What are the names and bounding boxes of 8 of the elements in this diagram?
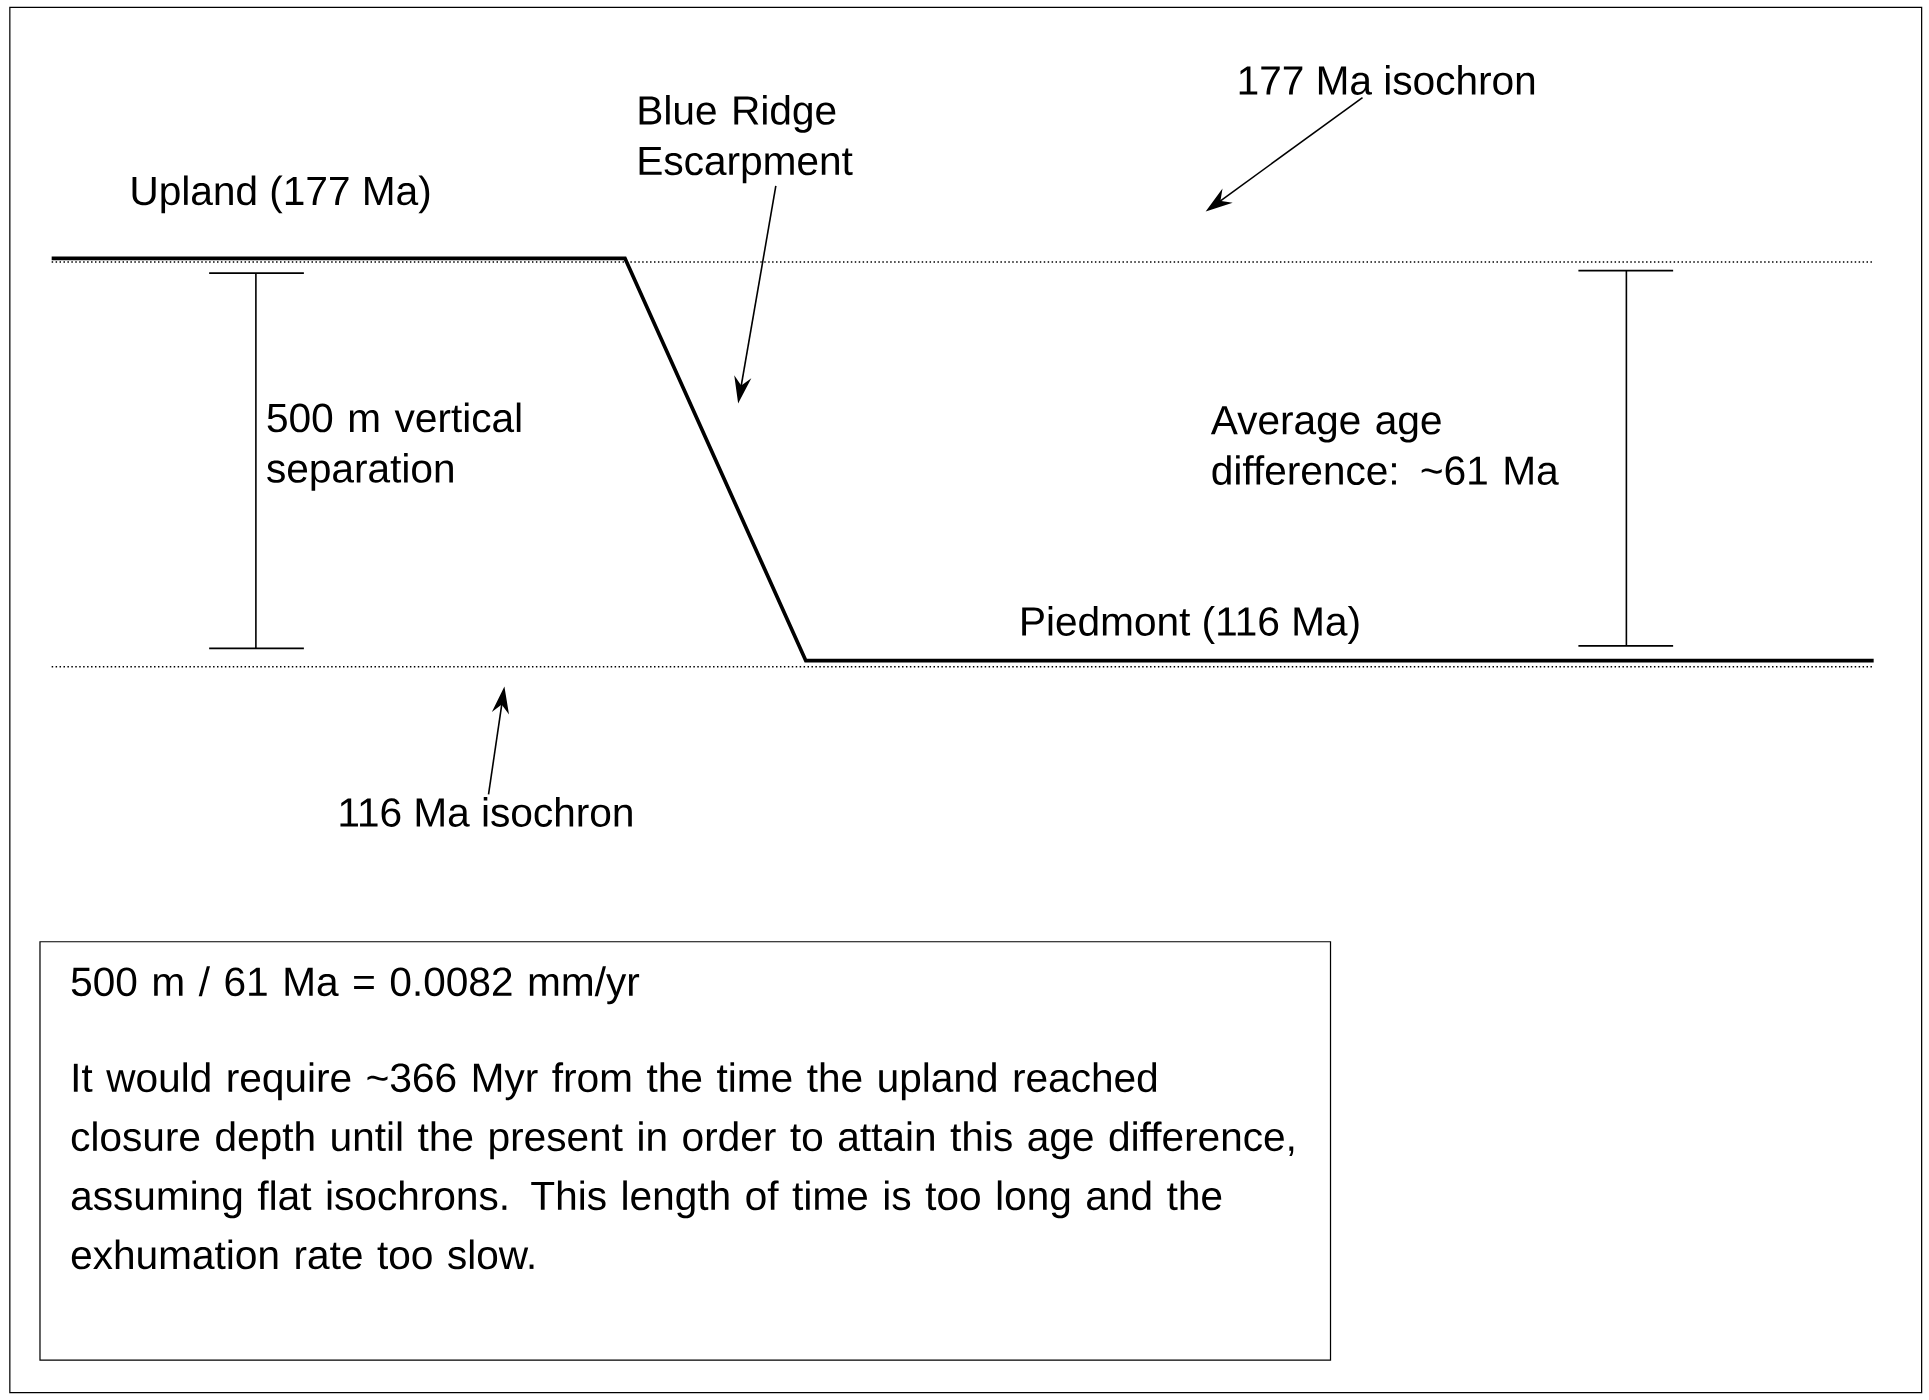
profile-label: Upland (177 Ma) bbox=[132, 175, 430, 214]
text-box: 500 m / 61 Ma = 0.0082 mm/yr It would require ~366 Myr from the time the upland reached closure depth until the present in order to attain this age difference, assuming flat isochrons. This length of time is too long and the exhumation rate too slow. bbox=[39, 941, 1332, 1361]
isochron-label: 177 Ma isochron bbox=[1239, 65, 1535, 95]
dimension-label: Average age difference: ~61 Ma bbox=[1210, 406, 1559, 485]
profile-label: Piedmont (116 Ma) bbox=[1022, 606, 1359, 644]
isochron-label: 116 Ma isochron bbox=[340, 797, 632, 827]
dimension-label: 500 m vertical separation bbox=[267, 402, 521, 491]
escarpment-label: Blue Ridge Escarpment bbox=[639, 94, 853, 184]
